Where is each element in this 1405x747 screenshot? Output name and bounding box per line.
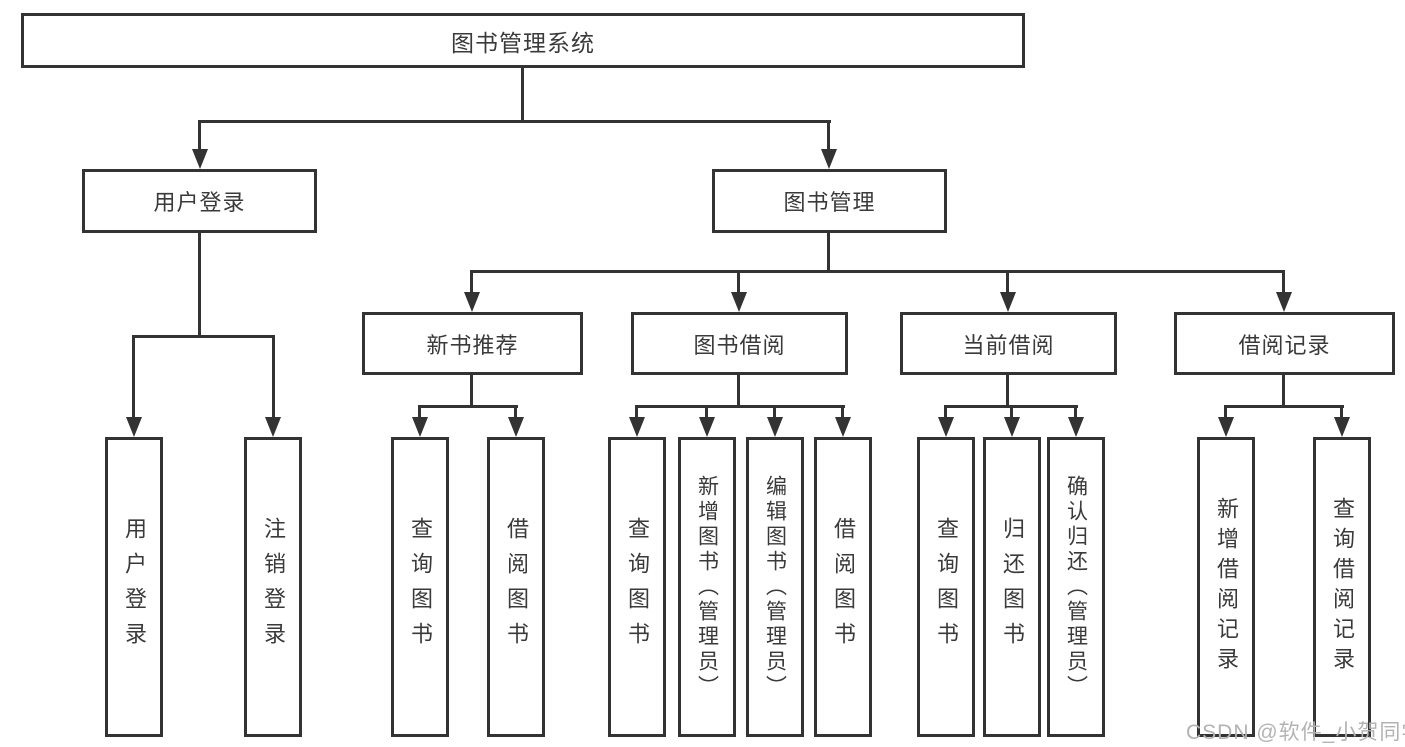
arrow-down-icon	[126, 417, 142, 437]
arrow-down-icon	[835, 417, 851, 437]
leaf-edit-books-admin: 编辑图书（管理员）	[746, 437, 804, 737]
connector-line	[1340, 405, 1343, 419]
leaf-label: 注销登录	[261, 517, 286, 657]
connector-line	[737, 270, 740, 295]
arrow-down-icon	[1334, 417, 1350, 437]
connector-line	[737, 375, 740, 408]
connector-line	[773, 405, 776, 419]
node-root-library-system: 图书管理系统	[21, 13, 1025, 68]
leaf-confirm-return-admin: 确认归还（管理员）	[1047, 437, 1105, 737]
leaf-query-borrow-record: 查询借阅记录	[1313, 437, 1371, 737]
arrow-down-icon	[731, 292, 747, 312]
node-label: 当前借阅	[962, 332, 1055, 358]
arrow-down-icon	[1000, 292, 1016, 312]
leaf-query-books-current: 查询图书	[917, 437, 975, 737]
leaf-label: 归还图书	[1000, 517, 1025, 657]
node-borrow-record: 借阅记录	[1174, 312, 1395, 375]
arrow-down-icon	[699, 417, 715, 437]
arrow-down-icon	[1276, 292, 1292, 312]
leaf-label: 借阅图书	[504, 517, 529, 657]
connector-line	[1282, 270, 1285, 295]
arrow-down-icon	[938, 417, 954, 437]
connector-line	[1224, 405, 1227, 419]
node-label: 新书推荐	[426, 332, 519, 358]
leaf-label: 查询借阅记录	[1330, 497, 1355, 677]
connector-line	[705, 405, 708, 419]
leaf-label: 编辑图书（管理员）	[763, 474, 787, 700]
connector-line	[470, 270, 473, 295]
connector-line	[1282, 375, 1285, 408]
connector-line	[132, 335, 275, 338]
leaf-label: 查询图书	[934, 517, 959, 657]
arrow-down-icon	[821, 149, 837, 169]
arrow-down-icon	[1218, 417, 1234, 437]
arrow-down-icon	[767, 417, 783, 437]
arrow-down-icon	[265, 417, 281, 437]
leaf-label: 新增图书（管理员）	[695, 474, 719, 700]
arrow-down-icon	[412, 417, 428, 437]
arrow-down-icon	[508, 417, 524, 437]
arrow-down-icon	[1004, 417, 1020, 437]
leaf-logout: 注销登录	[244, 437, 302, 737]
connector-line	[1224, 405, 1344, 408]
leaf-label: 新增借阅记录	[1214, 497, 1239, 677]
node-label: 借阅记录	[1238, 332, 1331, 358]
connector-line	[418, 405, 421, 419]
connector-line	[827, 120, 830, 151]
connector-line	[198, 120, 201, 151]
connector-line	[1006, 375, 1009, 408]
leaf-label: 查询图书	[408, 517, 433, 657]
connector-line	[470, 375, 473, 408]
node-label: 图书管理系统	[451, 29, 595, 56]
node-label: 图书管理	[783, 190, 876, 215]
node-book-borrow: 图书借阅	[631, 312, 848, 375]
connector-line	[635, 405, 638, 419]
arrow-down-icon	[192, 149, 208, 169]
leaf-add-books-admin: 新增图书（管理员）	[678, 437, 736, 737]
node-new-book-recommend: 新书推荐	[362, 312, 583, 375]
node-current-borrow: 当前借阅	[900, 312, 1117, 375]
connector-line	[635, 405, 845, 408]
node-label: 图书借阅	[693, 332, 786, 358]
connector-line	[1010, 405, 1013, 419]
leaf-add-borrow-record: 新增借阅记录	[1197, 437, 1255, 737]
leaf-return-books: 归还图书	[983, 437, 1041, 737]
node-user-login: 用户登录	[82, 169, 317, 233]
leaf-label: 用户登录	[122, 517, 147, 657]
connector-line	[841, 405, 844, 419]
connector-line	[514, 405, 517, 419]
leaf-label: 借阅图书	[831, 517, 856, 657]
node-book-management: 图书管理	[712, 169, 947, 233]
leaf-query-books-recommend: 查询图书	[391, 437, 449, 737]
leaf-label: 查询图书	[625, 517, 650, 657]
node-label: 用户登录	[153, 190, 246, 215]
csdn-watermark: CSDN @软件_小贺同学	[1186, 721, 1405, 744]
arrow-down-icon	[629, 417, 645, 437]
connector-line	[827, 233, 830, 273]
connector-line	[132, 335, 135, 419]
connector-line	[1006, 270, 1009, 295]
leaf-label: 确认归还（管理员）	[1064, 474, 1088, 700]
arrow-down-icon	[1068, 417, 1084, 437]
connector-line	[272, 335, 275, 419]
connector-line	[1074, 405, 1077, 419]
connector-line	[198, 120, 831, 123]
connector-line	[521, 68, 524, 123]
connector-line	[470, 270, 1285, 273]
leaf-query-books-borrow: 查询图书	[608, 437, 666, 737]
connector-line	[944, 405, 947, 419]
leaf-borrow-books: 借阅图书	[814, 437, 872, 737]
leaf-borrow-books-recommend: 借阅图书	[487, 437, 545, 737]
connector-line	[198, 233, 201, 338]
arrow-down-icon	[464, 292, 480, 312]
connector-line	[418, 405, 518, 408]
leaf-user-login: 用户登录	[105, 437, 163, 737]
